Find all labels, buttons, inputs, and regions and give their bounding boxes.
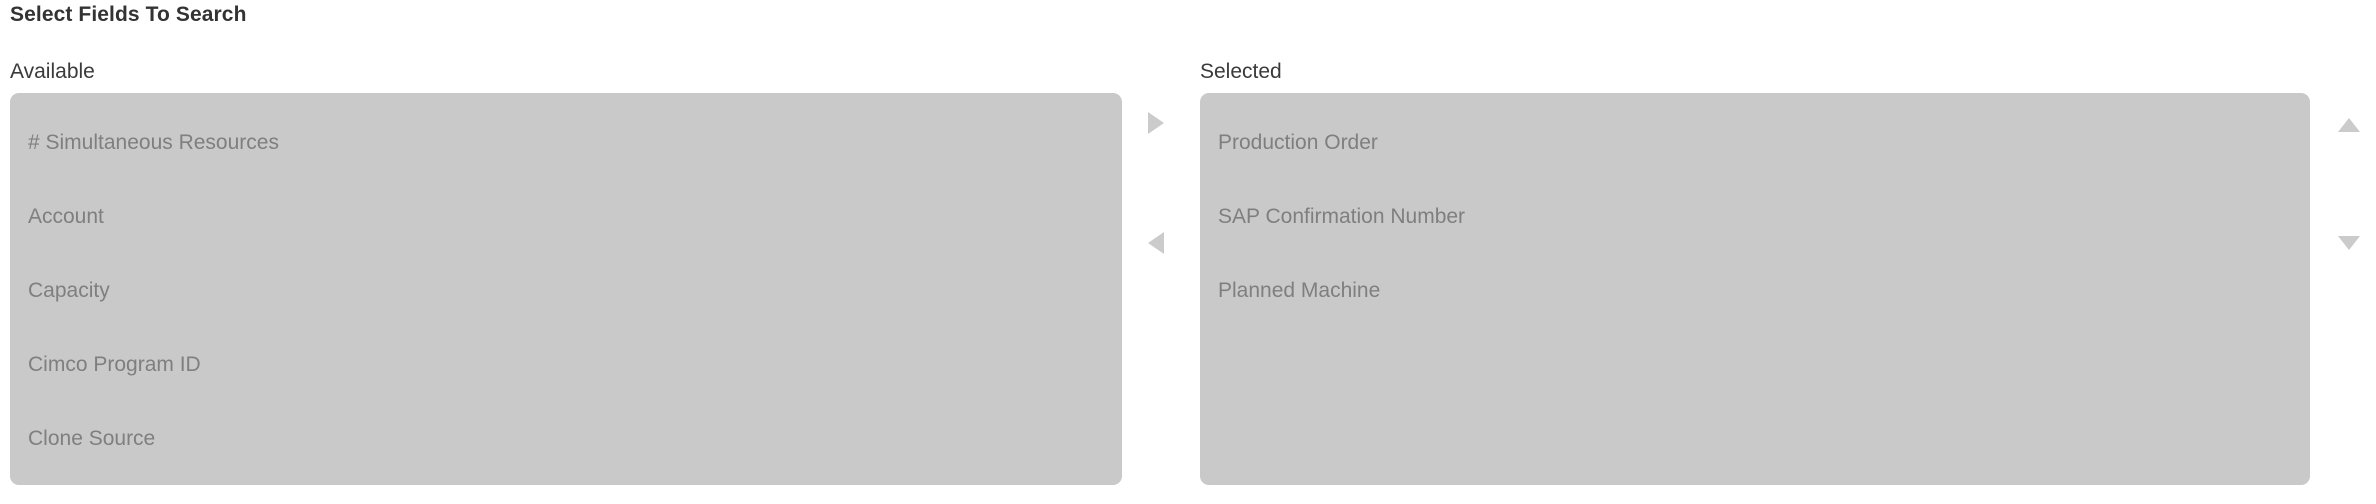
transfer-controls xyxy=(1134,93,1180,485)
list-item[interactable]: Account xyxy=(28,205,104,228)
triangle-left-glyph xyxy=(1148,232,1164,254)
move-left-icon[interactable] xyxy=(1141,228,1171,258)
triangle-down-glyph xyxy=(2338,236,2360,250)
list-item[interactable]: # Simultaneous Resources xyxy=(28,131,279,154)
reorder-controls xyxy=(2326,93,2372,485)
move-down-icon[interactable] xyxy=(2334,228,2364,258)
page-title: Select Fields To Search xyxy=(10,3,247,26)
selected-list-label: Selected xyxy=(1200,60,1282,83)
list-item[interactable]: Production Order xyxy=(1218,131,1378,154)
list-item[interactable]: Cimco Program ID xyxy=(28,353,201,376)
triangle-up-glyph xyxy=(2338,118,2360,132)
list-item[interactable]: Capacity xyxy=(28,279,110,302)
triangle-right-glyph xyxy=(1148,112,1164,134)
list-item[interactable]: SAP Confirmation Number xyxy=(1218,205,1466,228)
list-item[interactable]: Planned Machine xyxy=(1218,279,1381,302)
move-up-icon[interactable] xyxy=(2334,110,2364,140)
move-right-icon[interactable] xyxy=(1141,108,1171,138)
list-item[interactable]: Clone Source xyxy=(28,427,156,450)
available-list-label: Available xyxy=(10,60,95,83)
